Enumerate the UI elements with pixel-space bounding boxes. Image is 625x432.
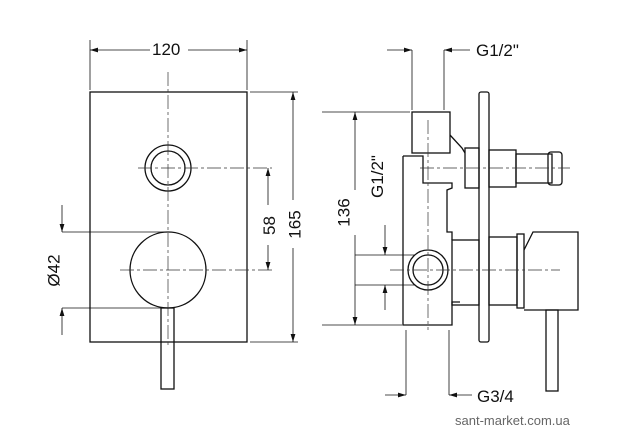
side-plate [478, 91, 490, 343]
spacing-dimension-label: 58 [259, 216, 279, 235]
side-lever [545, 309, 559, 392]
cover-plate [89, 91, 248, 343]
watermark: sant-market.com.ua [455, 413, 570, 428]
diameter-dimension-label: Ø42 [44, 254, 64, 287]
front-view [59, 40, 298, 390]
mixer-lever [160, 307, 175, 390]
bottom-thread-label: G3/4 [477, 387, 514, 406]
mixer-handle [523, 231, 579, 311]
height-dimension-label: 165 [285, 210, 305, 239]
diverter-knob [547, 151, 563, 186]
side-thread-label: G1/2" [367, 155, 387, 198]
mixer-stem [488, 236, 518, 306]
top-inlet [411, 111, 451, 154]
width-dimension-label: 120 [152, 40, 181, 59]
mixer-collar [516, 233, 525, 309]
diverter-stem [488, 149, 517, 188]
top-thread-label: G1/2" [476, 41, 519, 60]
lower-connector [451, 239, 480, 306]
depth-dimension-label: 136 [334, 198, 354, 227]
side-view [322, 47, 579, 398]
valve-body [402, 155, 460, 326]
diverter-shaft [515, 153, 553, 184]
